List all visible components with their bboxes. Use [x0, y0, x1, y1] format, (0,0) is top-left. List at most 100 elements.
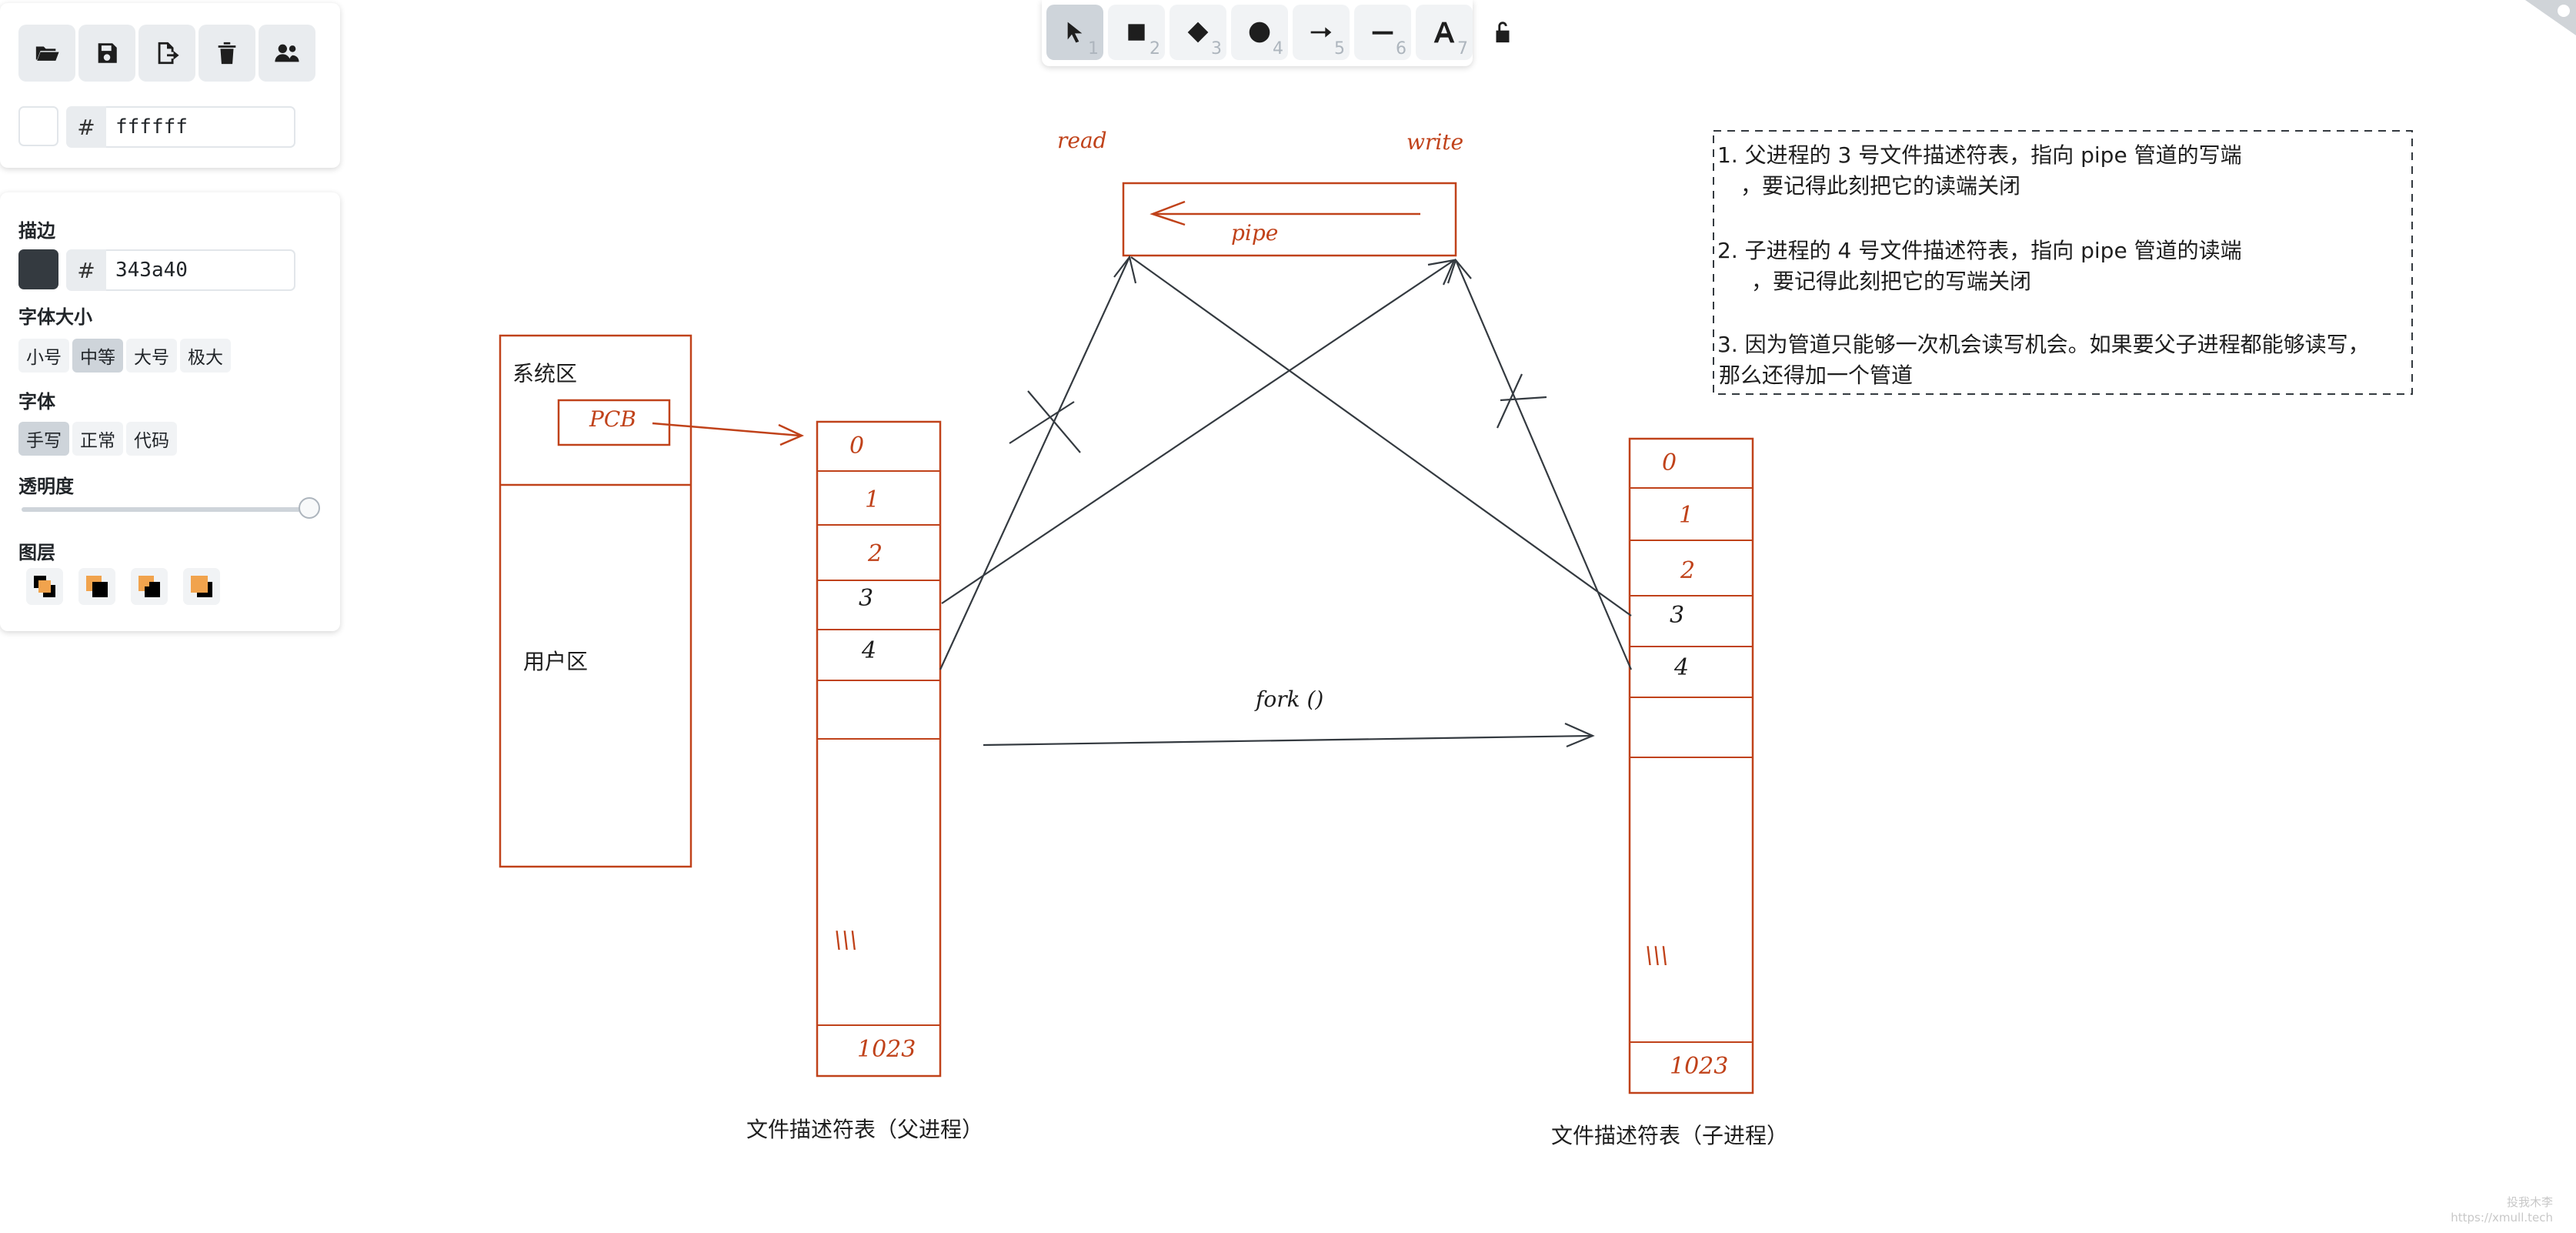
child-fd-table[interactable] — [1628, 437, 1754, 1094]
parent-fd-0[interactable]: 0 — [849, 433, 865, 459]
opacity-slider-track[interactable] — [22, 507, 314, 512]
process-memory-rect[interactable] — [499, 334, 692, 868]
parent-fd-1[interactable]: 1 — [865, 486, 880, 513]
unlock-icon[interactable] — [1490, 18, 1516, 45]
tool-selection[interactable]: 1 — [1046, 5, 1103, 60]
system-area-label[interactable]: 系统区 — [512, 361, 578, 386]
pipe-rect[interactable] — [1122, 182, 1457, 257]
tool-key: 7 — [1457, 39, 1468, 58]
export-button[interactable] — [138, 25, 195, 82]
tool-line[interactable]: 6 — [1354, 5, 1411, 60]
child-fd-ellipsis[interactable]: \\\ — [1645, 942, 1669, 969]
line-icon — [1372, 31, 1393, 35]
properties-panel: 描边 # 343a40 字体大小 小号 中等 大号 极大 字体 手写 正常 代码… — [0, 192, 340, 631]
text-icon — [1433, 22, 1455, 43]
pointer-icon — [1067, 22, 1083, 43]
background-color-hash: # — [66, 106, 106, 148]
pcb-rect[interactable] — [557, 399, 671, 446]
save-button[interactable] — [78, 25, 135, 82]
tool-text[interactable]: 7 — [1416, 5, 1473, 60]
font-size-small[interactable]: 小号 — [18, 339, 69, 373]
tool-key: 6 — [1396, 39, 1406, 58]
tool-diamond[interactable]: 3 — [1170, 5, 1226, 60]
stroke-color-hash: # — [66, 249, 106, 291]
child-fd-rows — [1630, 487, 1753, 1043]
child-fd-0[interactable]: 0 — [1662, 449, 1677, 476]
child-fd-3[interactable]: 3 — [1670, 602, 1685, 629]
clear-canvas-button[interactable] — [199, 25, 255, 82]
bring-forward-button[interactable] — [131, 568, 168, 605]
font-size-medium[interactable]: 中等 — [72, 339, 123, 373]
folder-open-icon — [35, 46, 59, 61]
circle-icon — [1249, 22, 1270, 43]
parent-fd-2[interactable]: 2 — [868, 540, 883, 567]
tool-rectangle[interactable]: 2 — [1108, 5, 1165, 60]
tool-key: 4 — [1273, 39, 1283, 58]
write-label[interactable]: write — [1406, 129, 1464, 155]
send-backward-button[interactable] — [78, 568, 115, 605]
arrow-icon — [1310, 27, 1332, 38]
user-area-label[interactable]: 用户区 — [523, 649, 589, 674]
read-label[interactable]: read — [1057, 128, 1107, 153]
collaborate-button[interactable] — [259, 25, 315, 82]
trash-icon — [218, 42, 236, 65]
send-backward-icon — [86, 576, 108, 597]
fd-to-pipe-arrows[interactable] — [939, 255, 1633, 748]
background-color-input[interactable]: ffffff — [106, 106, 295, 148]
bring-to-front-button[interactable] — [183, 568, 220, 605]
font-family-label: 字体 — [18, 391, 55, 413]
note-2-cont[interactable]: ，要记得此刻把它的写端关闭 — [1751, 269, 2032, 294]
save-icon — [98, 43, 117, 63]
parent-fd-ellipsis[interactable]: \\\ — [834, 927, 858, 954]
send-to-back-button[interactable] — [26, 568, 63, 605]
menu-panel: # ffffff — [0, 3, 340, 168]
tool-key: 5 — [1334, 39, 1345, 58]
stroke-color-input[interactable]: 343a40 — [106, 249, 295, 291]
open-button[interactable] — [18, 25, 75, 82]
child-fd-4[interactable]: 4 — [1674, 654, 1690, 681]
bring-to-front-icon — [191, 576, 212, 597]
watermark: 投我木李 https://xmull.tech — [2451, 1195, 2553, 1225]
font-size-large[interactable]: 大号 — [126, 339, 177, 373]
opacity-slider-thumb[interactable] — [299, 497, 320, 519]
tool-ellipse[interactable]: 4 — [1231, 5, 1288, 60]
parent-fd-4[interactable]: 4 — [862, 637, 877, 664]
closed-end-marks[interactable] — [1009, 373, 1547, 453]
child-fd-1023[interactable]: 1023 — [1670, 1053, 1729, 1080]
opacity-label: 透明度 — [18, 476, 74, 497]
users-icon — [275, 44, 299, 62]
stroke-color-swatch[interactable] — [18, 249, 58, 289]
pcb-arrow[interactable] — [652, 422, 801, 437]
layers-label: 图层 — [18, 542, 55, 563]
fork-label[interactable]: fork () — [1256, 687, 1324, 712]
parent-table-caption[interactable]: 文件描述符表（父进程） — [746, 1117, 984, 1142]
font-size-xlarge[interactable]: 极大 — [180, 339, 231, 373]
tool-key: 2 — [1150, 39, 1160, 58]
child-fd-1[interactable]: 1 — [1679, 502, 1694, 529]
note-2[interactable]: 2. 子进程的 4 号文件描述符表，指向 pipe 管道的读端 — [1717, 238, 2242, 263]
tool-key: 1 — [1088, 39, 1099, 58]
pcb-label[interactable]: PCB — [589, 406, 636, 432]
tool-key: 3 — [1211, 39, 1222, 58]
parent-fd-1023[interactable]: 1023 — [857, 1036, 916, 1063]
note-3[interactable]: 3. 因为管道只能够一次机会读写机会。如果要父子进程都能够读写， — [1717, 332, 2370, 357]
parent-fd-3[interactable]: 3 — [859, 585, 874, 612]
font-family-code[interactable]: 代码 — [126, 422, 177, 456]
font-family-handwritten[interactable]: 手写 — [18, 422, 69, 456]
square-icon — [1128, 24, 1145, 41]
font-family-normal[interactable]: 正常 — [72, 422, 123, 456]
child-fd-2[interactable]: 2 — [1680, 557, 1696, 584]
background-color-swatch[interactable] — [18, 106, 58, 146]
tool-arrow[interactable]: 5 — [1293, 5, 1350, 60]
note-1-cont[interactable]: ，要记得此刻把它的读端关闭 — [1740, 173, 2021, 199]
parent-fd-table[interactable] — [816, 420, 942, 1078]
github-corner-icon[interactable] — [2519, 0, 2576, 35]
note-1[interactable]: 1. 父进程的 3 号文件描述符表，指向 pipe 管道的写端 — [1717, 142, 2242, 168]
send-to-back-icon — [34, 576, 55, 597]
child-table-caption[interactable]: 文件描述符表（子进程） — [1551, 1123, 1789, 1148]
notes-box[interactable] — [1713, 130, 2413, 395]
tool-toolbar: 1 2 3 4 5 6 7 — [1042, 0, 1473, 66]
pipe-label[interactable]: pipe — [1231, 220, 1279, 246]
note-3-cont[interactable]: 那么还得加一个管道 — [1719, 363, 1914, 388]
